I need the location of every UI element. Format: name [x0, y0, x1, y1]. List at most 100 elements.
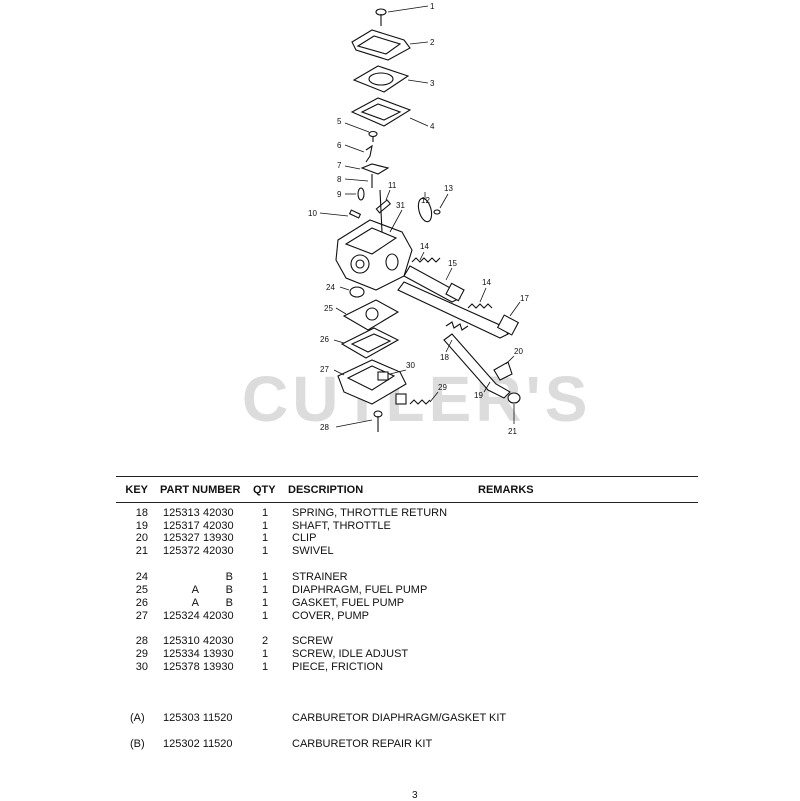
page-number: 3: [412, 790, 418, 801]
parts-28-30: [335, 369, 439, 432]
diagram-label: 15: [448, 259, 457, 268]
diagram-label: 26: [320, 335, 329, 344]
row-description: STRAINER: [292, 571, 348, 583]
header-key: KEY: [125, 484, 148, 496]
diagram-label: 8: [337, 175, 342, 184]
diagram-label: 20: [514, 347, 523, 356]
row-part-number-suffix: 13930: [203, 532, 234, 544]
diagram-label: 14: [420, 242, 429, 251]
row-description: SCREW, IDLE ADJUST: [292, 648, 409, 660]
row-part-number-suffix: 42030: [203, 635, 234, 647]
row-description: CLIP: [292, 532, 317, 544]
row-part-number-prefix: 125334: [163, 648, 200, 660]
diagram-label: 7: [337, 161, 342, 170]
diagram-label: 24: [326, 283, 335, 292]
row-description: SWIVEL: [292, 545, 334, 557]
row-part-number-suffix: B: [225, 584, 233, 596]
header-remarks: REMARKS: [478, 484, 534, 496]
part-2-cover: [351, 29, 429, 61]
row-key: 28: [135, 635, 148, 647]
diagram-label: 29: [438, 383, 447, 392]
part-1-screw: [375, 5, 429, 26]
diagram-label: 11: [388, 181, 397, 190]
diagram-label: 21: [508, 427, 517, 436]
row-part-number-prefix: 125372: [163, 545, 200, 557]
diagram-label: 10: [308, 209, 317, 218]
row-description: PIECE, FRICTION: [292, 661, 384, 673]
row-description: DIAPHRAGM, FUEL PUMP: [292, 584, 428, 596]
row-qty: 1: [262, 610, 269, 622]
parts-5-to-9: [319, 122, 390, 219]
diagram-label: 27: [320, 365, 329, 374]
diagram-label: 5: [337, 117, 342, 126]
diagram-label: 12: [421, 196, 430, 205]
kit-a-part-number: 125303 11520: [163, 712, 233, 724]
row-part-number-suffix: B: [225, 571, 233, 583]
row-key: 26: [135, 597, 148, 609]
row-part-number-prefix: 125378: [163, 661, 200, 673]
part-11-pin: [375, 189, 392, 214]
row-qty: 1: [262, 648, 269, 660]
row-key: 27: [135, 610, 148, 622]
diagram-label: 28: [320, 423, 329, 432]
row-part-number-prefix: 125310: [163, 635, 200, 647]
diagram-label: 30: [406, 361, 415, 370]
header-part-number: PART NUMBER: [160, 484, 241, 496]
row-part-number-prefix: 125317: [163, 520, 200, 532]
diagram-label: 19: [474, 391, 483, 400]
row-qty: 1: [262, 571, 269, 583]
row-key: 29: [135, 648, 148, 660]
part-12-13-valve: [417, 192, 449, 223]
row-description: GASKET, FUEL PUMP: [292, 597, 405, 609]
header-qty: QTY: [253, 484, 276, 496]
table-header-rule: [116, 502, 698, 503]
diagram-label: 1: [430, 2, 435, 11]
row-part-number-prefix: 125327: [163, 532, 200, 544]
row-part-number-suffix: 42030: [203, 520, 234, 532]
row-part-number-prefix: 125324: [163, 610, 200, 622]
row-part-number-prefix: A: [191, 584, 199, 596]
exploded-parts-diagram: CUTLER'S: [242, 2, 587, 436]
row-qty: 1: [262, 532, 269, 544]
row-description: COVER, PUMP: [292, 610, 370, 622]
row-description: SCREW: [292, 635, 333, 647]
row-part-number-prefix: 125313: [163, 507, 200, 519]
row-qty: 1: [262, 584, 269, 596]
row-qty: 1: [262, 597, 269, 609]
kit-a-key: (A): [130, 712, 145, 724]
row-description: SPRING, THROTTLE RETURN: [292, 507, 448, 519]
kit-a-description: CARBURETOR DIAPHRAGM/GASKET KIT: [292, 712, 507, 724]
kit-b-part-number: 125302 11520: [163, 738, 233, 750]
fuel-pump-stack: [333, 286, 407, 405]
row-qty: 1: [262, 507, 269, 519]
diagram-label: 6: [337, 141, 342, 150]
row-key: 21: [135, 545, 148, 557]
table-top-rule: [116, 476, 698, 477]
diagram-label: 2: [430, 38, 435, 47]
row-part-number-suffix: 42030: [203, 507, 234, 519]
throttle-shaft-18-21: [443, 321, 521, 424]
diagram-label: 13: [444, 184, 453, 193]
row-key: 24: [135, 571, 148, 583]
row-part-number-suffix: 13930: [203, 648, 234, 660]
kit-b-key: (B): [130, 738, 145, 750]
row-description: SHAFT, THROTTLE: [292, 520, 391, 532]
row-key: 30: [135, 661, 148, 673]
row-part-number-suffix: 42030: [203, 545, 234, 557]
diagram-label: 18: [440, 353, 449, 362]
row-part-number-suffix: 13930: [203, 661, 234, 673]
row-key: 18: [135, 507, 148, 519]
diagram-label: 31: [396, 201, 405, 210]
row-key: 20: [135, 532, 148, 544]
header-description: DESCRIPTION: [288, 484, 364, 496]
row-qty: 1: [262, 661, 269, 673]
row-key: 25: [135, 584, 148, 596]
diagram-label: 9: [337, 190, 342, 199]
row-qty: 1: [262, 520, 269, 532]
kit-b-description: CARBURETOR REPAIR KIT: [292, 738, 433, 750]
needle-assembly-15-17: [397, 251, 521, 339]
diagram-label: 25: [324, 304, 333, 313]
row-part-number-prefix: A: [191, 597, 199, 609]
part-4-gasket: [350, 97, 429, 127]
part-3-diaphragm: [352, 65, 429, 93]
